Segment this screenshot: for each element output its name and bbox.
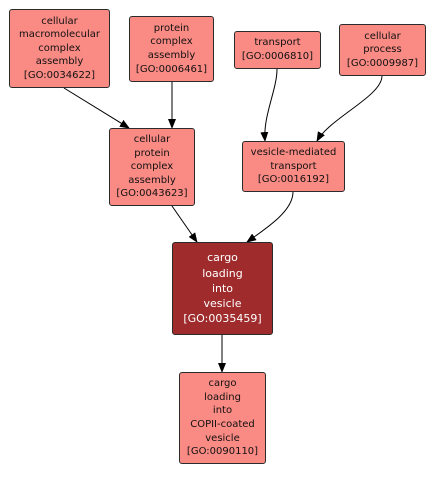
edge-n4-n6 bbox=[316, 75, 383, 142]
node-vesicle-mediated-transport[interactable]: vesicle-mediated transport [GO:0016192] bbox=[242, 141, 345, 192]
node-cargo-loading-into-vesicle[interactable]: cargo loading into vesicle [GO:0035459] bbox=[172, 242, 273, 335]
node-cellular-process[interactable]: cellular process [GO:0009987] bbox=[339, 24, 426, 76]
node-label: transport [GO:0006810] bbox=[241, 37, 314, 62]
node-label: cellular protein complex assembly [GO:00… bbox=[116, 134, 188, 200]
node-label: cargo loading into COPII-coated vesicle … bbox=[186, 378, 259, 458]
node-protein-complex-assembly[interactable]: protein complex assembly [GO:0006461] bbox=[129, 16, 214, 82]
edge-n1-n5 bbox=[63, 87, 130, 129]
edge-n5-n7 bbox=[171, 205, 198, 243]
edge-n3-n6 bbox=[260, 68, 278, 142]
node-cellular-macromolecular-complex-assembly[interactable]: cellular macromolecular complex assembly… bbox=[9, 9, 110, 88]
node-label: vesicle-mediated transport [GO:0016192] bbox=[250, 147, 337, 186]
node-transport[interactable]: transport [GO:0006810] bbox=[234, 31, 321, 69]
node-label: cargo loading into vesicle [GO:0035459] bbox=[183, 251, 262, 326]
node-label: protein complex assembly [GO:0006461] bbox=[135, 22, 208, 75]
edge-n6-n7 bbox=[246, 191, 294, 243]
node-label: cellular process [GO:0009987] bbox=[346, 30, 419, 69]
node-cellular-protein-complex-assembly[interactable]: cellular protein complex assembly [GO:00… bbox=[109, 128, 195, 206]
node-label: cellular macromolecular complex assembly… bbox=[18, 15, 101, 81]
node-cargo-loading-into-copii-coated-vesicle[interactable]: cargo loading into COPII-coated vesicle … bbox=[179, 372, 266, 464]
